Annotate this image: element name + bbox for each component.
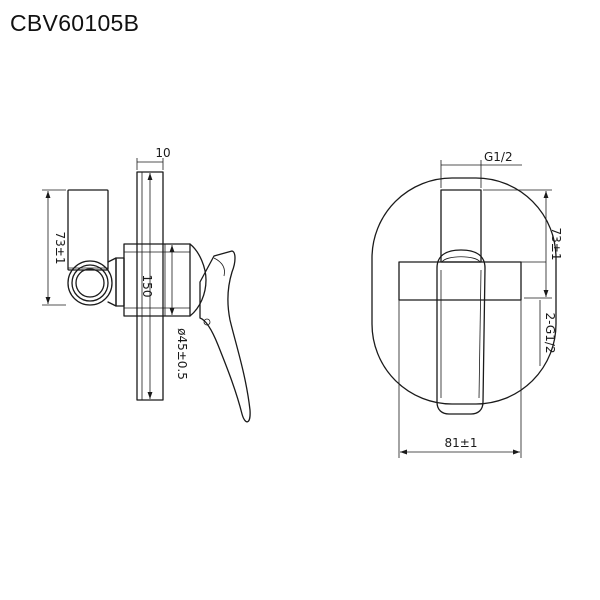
dim-diameter: ø45±0.5	[169, 245, 189, 380]
dim-spout-height-label: 73±1	[53, 232, 67, 265]
dim-thread-side-label: 2-G1/2	[543, 312, 557, 353]
vertical-pipe	[67, 189, 109, 271]
pipe-elbow	[67, 260, 113, 306]
pipe-connector	[107, 257, 125, 307]
escutcheon-plate	[371, 177, 557, 405]
dim-diameter-label: ø45±0.5	[175, 328, 189, 380]
front-view: G1/2 73±1 2-G1/2 81±1	[371, 150, 563, 458]
top-pipe	[440, 189, 482, 263]
cartridge-body	[123, 243, 191, 317]
horizontal-pipes	[398, 261, 522, 301]
lever-handle-side	[199, 250, 251, 423]
dim-thread-side: 2-G1/2	[521, 261, 557, 366]
dim-thread-top-label: G1/2	[484, 150, 513, 164]
escutcheon-cap	[189, 243, 207, 317]
dim-spout-height: 73±1	[42, 189, 67, 306]
model-code: CBV60105B	[10, 10, 140, 36]
lever-handle-front	[436, 249, 486, 415]
dim-plate-thickness-label: 10	[155, 146, 170, 160]
side-view: 10 73±1 150 ø45±0.5	[42, 146, 251, 423]
dim-width-label: 81±1	[445, 436, 478, 450]
dim-plate-thickness: 10	[136, 146, 171, 170]
dim-width: 81±1	[398, 300, 522, 458]
wall-plate	[136, 171, 164, 401]
dim-plate-height-label: 150	[140, 275, 154, 298]
dim-thread-top: G1/2	[440, 150, 522, 188]
dim-height: 73±1	[483, 189, 563, 299]
dim-height-label: 73±1	[549, 228, 563, 261]
dim-plate-height: 150	[140, 173, 154, 399]
